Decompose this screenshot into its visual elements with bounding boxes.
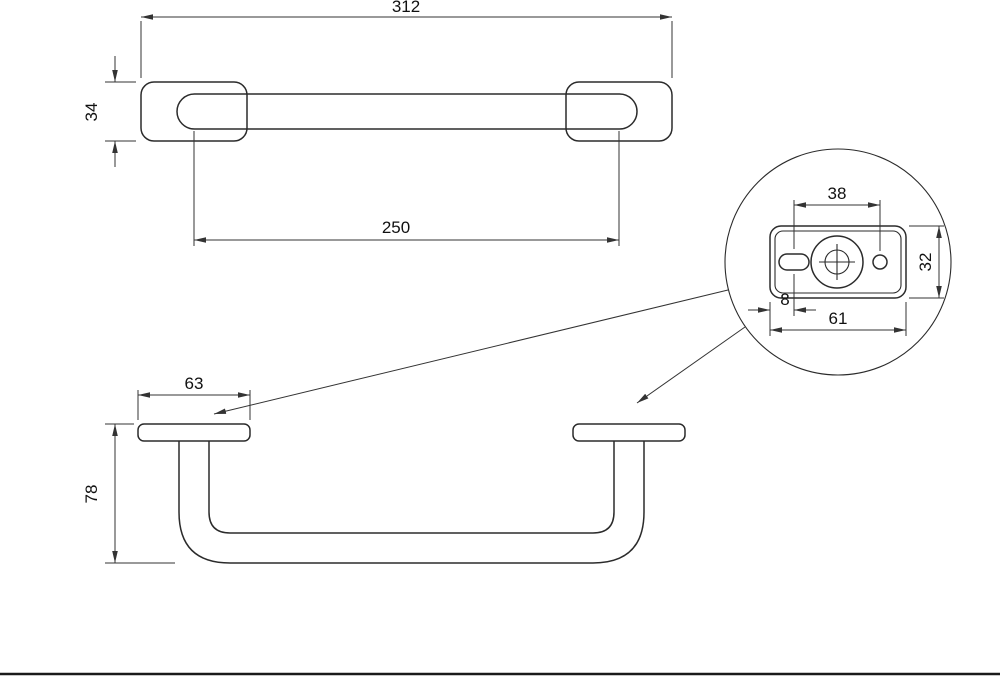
top-view: 312 34 250: [82, 0, 673, 246]
side-hole: [872, 254, 888, 270]
leader-line-right: [636, 326, 746, 404]
detail-leader-lines: [213, 289, 746, 415]
dim-label-flange-width: 63: [185, 374, 204, 393]
slot-hole: [778, 253, 810, 271]
side-view: 63 78: [82, 374, 686, 564]
bar-tube-inner: [208, 441, 615, 534]
detail-view: 38 32 8 61: [724, 148, 952, 376]
dim-label-end-cap-height: 34: [82, 103, 101, 122]
dim-label-overall-length: 312: [392, 0, 420, 16]
detail-circle: [724, 148, 952, 376]
right-flange-side: [572, 423, 686, 442]
dim-label-bar-height: 78: [82, 485, 101, 504]
leader-line-left: [213, 289, 729, 415]
center-hole-outer: [810, 235, 864, 289]
bar-tube-outer: [178, 441, 645, 564]
dim-label-plate-height: 32: [916, 253, 935, 272]
dim-label-plate-width: 61: [829, 309, 848, 328]
dim-label-hole-spacing: 38: [828, 184, 847, 203]
mounting-plate-outer: [769, 225, 907, 299]
dim-label-slot-offset: 8: [780, 290, 789, 309]
left-flange-side: [137, 423, 251, 442]
bar-plan: [176, 93, 638, 130]
mounting-plate-inner: [774, 230, 902, 294]
dim-label-mounting-centers: 250: [382, 218, 410, 237]
